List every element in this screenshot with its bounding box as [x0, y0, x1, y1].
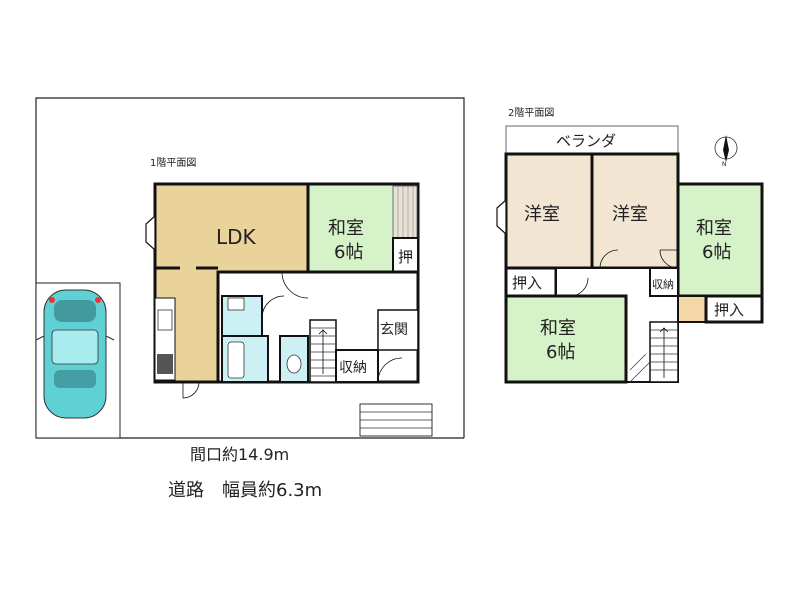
ldk-label: LDK	[216, 225, 257, 249]
youshitsu-left	[504, 152, 594, 270]
washitsu-2f-bottom-size: 6帖	[546, 342, 575, 363]
north-arrow-icon: N	[714, 135, 738, 168]
toilet-icon	[286, 354, 302, 374]
oshiire-2f-right-label: 押入	[714, 301, 744, 319]
site-boundary	[35, 97, 465, 438]
stairs-1f	[309, 319, 337, 383]
svg-text:N: N	[722, 161, 727, 168]
washitsu-2f-bottom-label: 和室	[540, 318, 576, 339]
oshiire-1f-top: 押	[398, 248, 413, 266]
washitsu-2f-right	[676, 182, 764, 298]
floor1-title: 1階平面図	[150, 157, 196, 169]
washitsu-2f-bottom	[504, 294, 628, 384]
floor2-title: 2階平面図	[508, 107, 554, 119]
veranda-label: ベランダ	[556, 132, 616, 150]
shuno-1f	[335, 349, 379, 383]
shuno-1f-label: 収納	[339, 360, 367, 376]
shuno-2f-label: 収納	[652, 278, 674, 291]
washitsu-2f-right-size: 6帖	[702, 242, 731, 263]
youshitsu-left-label: 洋室	[524, 204, 560, 225]
tokonoma	[392, 185, 418, 239]
veranda	[505, 125, 679, 155]
washitsu-2f-right-label: 和室	[696, 218, 732, 239]
front-steps	[359, 403, 433, 437]
road-label: 道路 幅員約6.3m	[168, 480, 322, 501]
stairs-2f	[629, 321, 679, 383]
car-icon	[35, 289, 115, 419]
washitsu-1f-label: 和室	[328, 218, 364, 239]
genkan-label: 玄関	[380, 321, 408, 338]
washitsu-1f-size: 6帖	[334, 242, 363, 263]
genkan	[377, 309, 419, 351]
closet-small-2f	[677, 295, 707, 323]
oshiire-2f-right	[704, 294, 764, 324]
youshitsu-right-label: 洋室	[612, 204, 648, 225]
oshiire-2f-left-label: 押入	[512, 274, 542, 292]
frontage-label: 間口約14.9m	[190, 445, 289, 464]
